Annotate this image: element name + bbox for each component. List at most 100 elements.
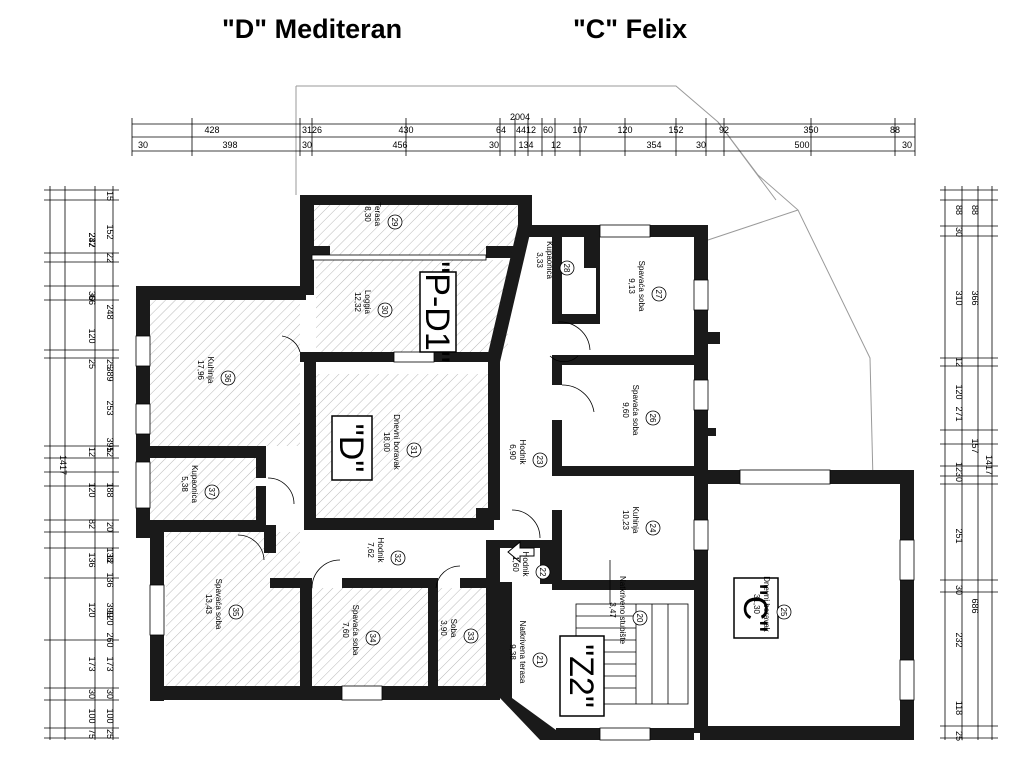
right-dimension-label: 120 — [954, 384, 964, 399]
left-dimension-label: 136 — [105, 572, 115, 587]
room-area: 3,33 — [535, 252, 544, 268]
left-dimension-label: 389 — [105, 366, 115, 381]
left-dimension-label: 100 — [87, 708, 97, 723]
left-dimension-label: 253 — [105, 400, 115, 415]
top-dimension-label: 30 — [489, 140, 499, 150]
top-dimension-lines — [132, 123, 915, 152]
left-dimension-label: 138 — [105, 547, 115, 562]
left-dimension-label: 232 — [87, 232, 97, 247]
top-dimension-label: 500 — [794, 140, 809, 150]
room-number-circle — [463, 628, 479, 644]
top-dimension-label: 4412 — [516, 125, 536, 135]
right-dimension-label: 310 — [954, 290, 964, 305]
left-dimension-label: 22 — [105, 253, 115, 263]
room-name: Dnevni boravak — [392, 414, 401, 471]
top-dimension-label: 30 — [902, 140, 912, 150]
room-name: Spavaća soba — [214, 579, 223, 630]
room-area: 6,90 — [508, 444, 517, 460]
right-dimension-label: 271 — [954, 406, 964, 421]
room-labels: 29Terasa8,3030Loggia12,3236Kuhinja17,963… — [180, 202, 792, 684]
left-total-dimension: 1417 — [58, 455, 68, 475]
left-dimension-label: 75 — [87, 729, 97, 739]
left-dimension-label: 248 — [105, 304, 115, 319]
room-number: 21 — [535, 656, 544, 665]
top-dimension-label: 134 — [518, 140, 533, 150]
room-number-circle — [377, 302, 393, 318]
room-name: Loggia — [363, 290, 372, 315]
room-name: Spavaća soba — [637, 261, 646, 312]
room-number-circle — [390, 550, 406, 566]
room-area: 13,43 — [204, 594, 213, 615]
top-dimension-label: 64 — [496, 125, 506, 135]
room-number: 37 — [207, 488, 216, 497]
room-number: 34 — [368, 634, 377, 643]
room-area: 5,38 — [180, 476, 189, 492]
top-dimension-label: 398 — [222, 140, 237, 150]
entrance-arrow — [507, 540, 535, 564]
room-area: 10,23 — [621, 510, 630, 531]
room-number-circle — [406, 442, 422, 458]
room-area: 7,62 — [366, 542, 375, 558]
left-dimension-label: 25 — [105, 359, 115, 369]
room-number: 23 — [535, 456, 544, 465]
room-area: 9,13 — [627, 278, 636, 294]
room-number: 28 — [562, 264, 571, 273]
right-dimension-label: 12 — [954, 357, 964, 367]
room-area: 9,38 — [508, 644, 517, 660]
room-area: 9,60 — [621, 402, 630, 418]
door-swings — [237, 321, 595, 589]
right-dimension-label: 88 — [970, 205, 980, 215]
room-number: 25 — [779, 608, 788, 617]
walls — [136, 195, 914, 740]
top-dimension-label: 428 — [204, 125, 219, 135]
room-number: 36 — [223, 374, 232, 383]
top-dimension-label: 456 — [392, 140, 407, 150]
room-name: Dnevni boravak — [762, 576, 771, 633]
right-dimension-label: 157 — [970, 438, 980, 453]
room-name: Hodnik — [521, 552, 530, 578]
room-number-circle — [532, 452, 548, 468]
room-number: 26 — [648, 414, 657, 423]
room-name: Hodnik — [376, 538, 385, 564]
room-area: 12,32 — [353, 292, 362, 313]
unit-label-z2: "Z2" — [562, 644, 600, 708]
left-dimension-label: 15 — [105, 191, 115, 201]
room-number-circle — [645, 520, 661, 536]
right-dimension-label: 1230 — [954, 462, 964, 482]
room-number: 30 — [380, 306, 389, 315]
right-dimension-label: 251 — [954, 528, 964, 543]
left-dimension-label: 30 — [87, 689, 97, 699]
left-dimension-label: 399 — [105, 602, 115, 617]
unit-label-d: "D" — [332, 424, 370, 473]
windows — [135, 224, 915, 741]
room-area: 18,00 — [382, 432, 391, 453]
left-dimension-label: 173 — [87, 656, 97, 671]
room-number-circle — [651, 286, 667, 302]
room-area: 17,96 — [196, 360, 205, 381]
room-area: 3,47 — [608, 602, 617, 618]
left-dimension-label: 30 — [105, 689, 115, 699]
room-area: 1,60 — [511, 556, 520, 572]
room-area: 3,90 — [439, 620, 448, 636]
room-number: 29 — [390, 218, 399, 227]
room-number-circle — [645, 410, 661, 426]
room-name: Natkrivena terasa — [518, 621, 527, 684]
left-dimension-label: 30 — [87, 291, 97, 301]
top-dimension-label: 12 — [551, 140, 561, 150]
left-dimension-label: 136 — [87, 552, 97, 567]
